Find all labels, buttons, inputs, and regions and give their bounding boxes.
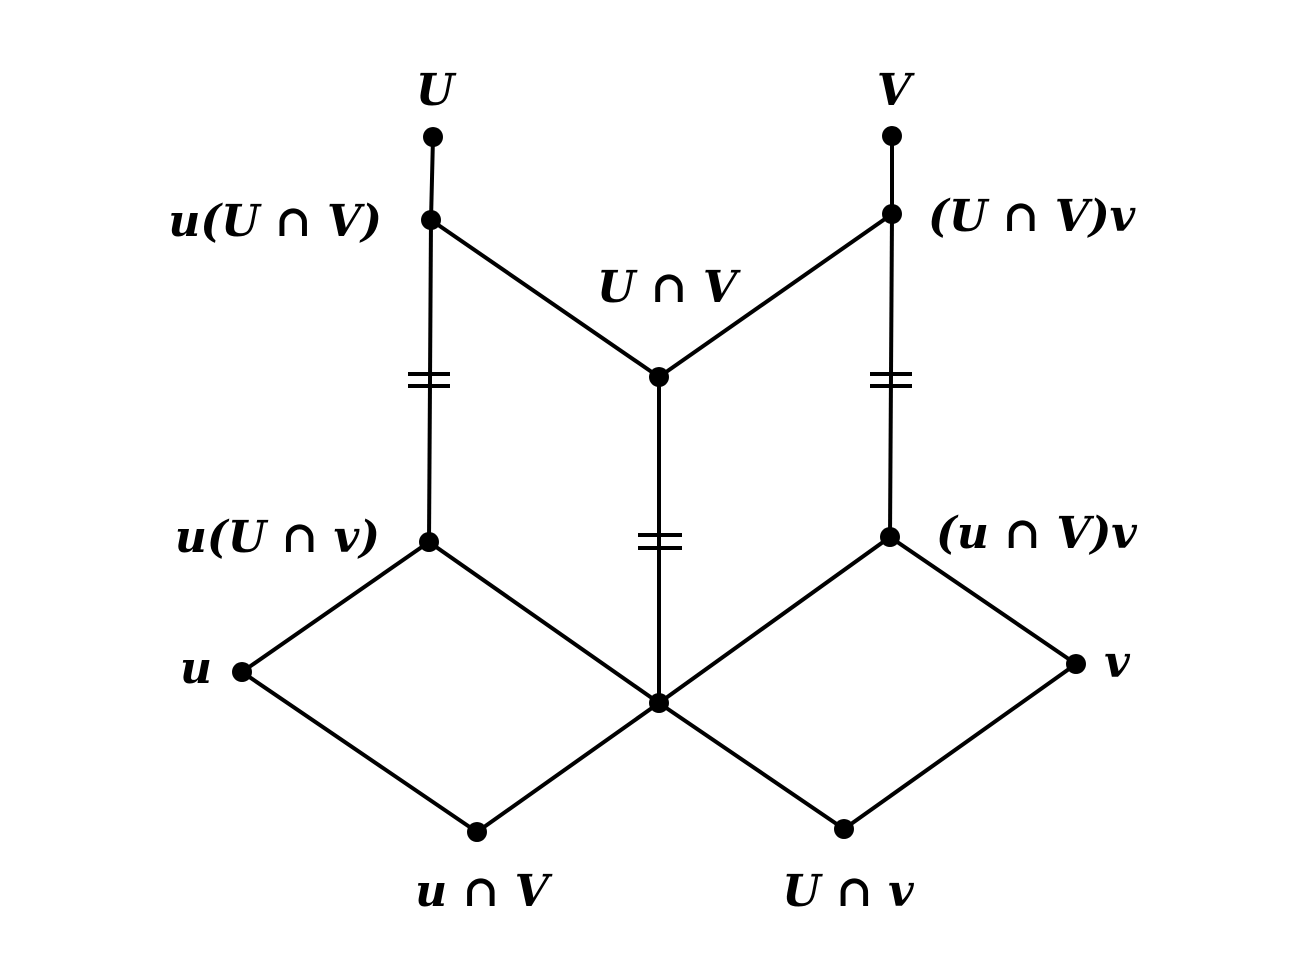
label-Ucapv: U ∩ v bbox=[782, 866, 914, 917]
node-u bbox=[232, 662, 252, 682]
node-center bbox=[649, 693, 669, 713]
edge-uUcapv-to-u bbox=[240, 540, 431, 674]
iso-mark-left bbox=[408, 372, 450, 388]
label-ucapV-v: (u ∩ V)v bbox=[936, 508, 1137, 559]
label-ucapV: u ∩ V bbox=[415, 866, 552, 917]
node-v bbox=[1066, 654, 1086, 674]
edge-UcapVv-to-UcapV bbox=[657, 212, 894, 379]
edge-ucapVv-to-center bbox=[657, 535, 892, 705]
node-u-Ucapv bbox=[419, 532, 439, 552]
edge-uUcapV-to-uUcapv bbox=[427, 219, 433, 543]
node-ucapV-v bbox=[880, 527, 900, 547]
label-u-Ucapv: u(U ∩ v) bbox=[175, 512, 380, 563]
edge-U-to-uUcapV bbox=[429, 136, 435, 221]
node-U bbox=[423, 127, 443, 147]
edge-center-to-ucapV bbox=[475, 701, 661, 834]
edge-u-to-ucapV bbox=[240, 670, 479, 834]
iso-mark-right bbox=[870, 372, 912, 388]
edge-ucapVv-to-v bbox=[888, 535, 1078, 666]
label-V: V bbox=[877, 65, 915, 116]
node-u-UcapV bbox=[421, 210, 441, 230]
node-Ucapv bbox=[834, 819, 854, 839]
node-V bbox=[882, 126, 902, 146]
label-u-UcapV: u(U ∩ V) bbox=[168, 196, 382, 247]
label-u: u bbox=[180, 643, 212, 694]
edge-v-to-Ucapv bbox=[842, 662, 1078, 831]
edge-uUcapv-to-center bbox=[427, 540, 661, 705]
label-UcapV: U ∩ V bbox=[597, 262, 741, 313]
node-ucapV bbox=[467, 822, 487, 842]
node-UcapV-v bbox=[882, 204, 902, 224]
label-v: v bbox=[1104, 637, 1130, 688]
edge-center-to-Ucapv bbox=[657, 701, 846, 831]
iso-mark-center bbox=[638, 533, 682, 550]
label-UcapV-v: (U ∩ V)v bbox=[928, 191, 1136, 242]
label-U: U bbox=[416, 65, 457, 116]
node-UcapV bbox=[649, 367, 669, 387]
edge-uUcapV-to-UcapV bbox=[429, 218, 661, 379]
